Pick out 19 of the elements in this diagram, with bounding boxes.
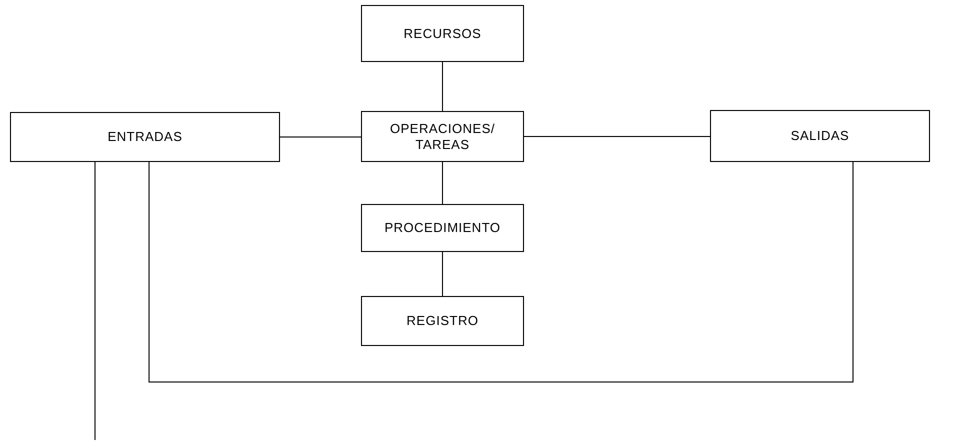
box-label: PROCEDIMIENTO xyxy=(384,220,501,236)
box-label: REGISTRO xyxy=(406,313,478,329)
connector-line xyxy=(442,62,443,112)
process-box xyxy=(361,204,524,252)
connector-line xyxy=(524,136,710,137)
process-box xyxy=(710,110,930,162)
connector-line xyxy=(442,252,443,296)
connector-line xyxy=(280,136,362,138)
box-label: ENTRADAS xyxy=(108,129,182,145)
process-box xyxy=(361,5,524,62)
connector-line xyxy=(148,162,854,382)
connector-line xyxy=(442,162,443,204)
process-box xyxy=(361,111,524,162)
process-box xyxy=(10,112,280,162)
box-label: RECURSOS xyxy=(404,26,482,42)
box-label: SALIDAS xyxy=(790,128,850,144)
box-label: OPERACIONES/ TAREAS xyxy=(389,120,496,152)
process-box xyxy=(361,296,524,346)
connector-line xyxy=(94,162,96,440)
